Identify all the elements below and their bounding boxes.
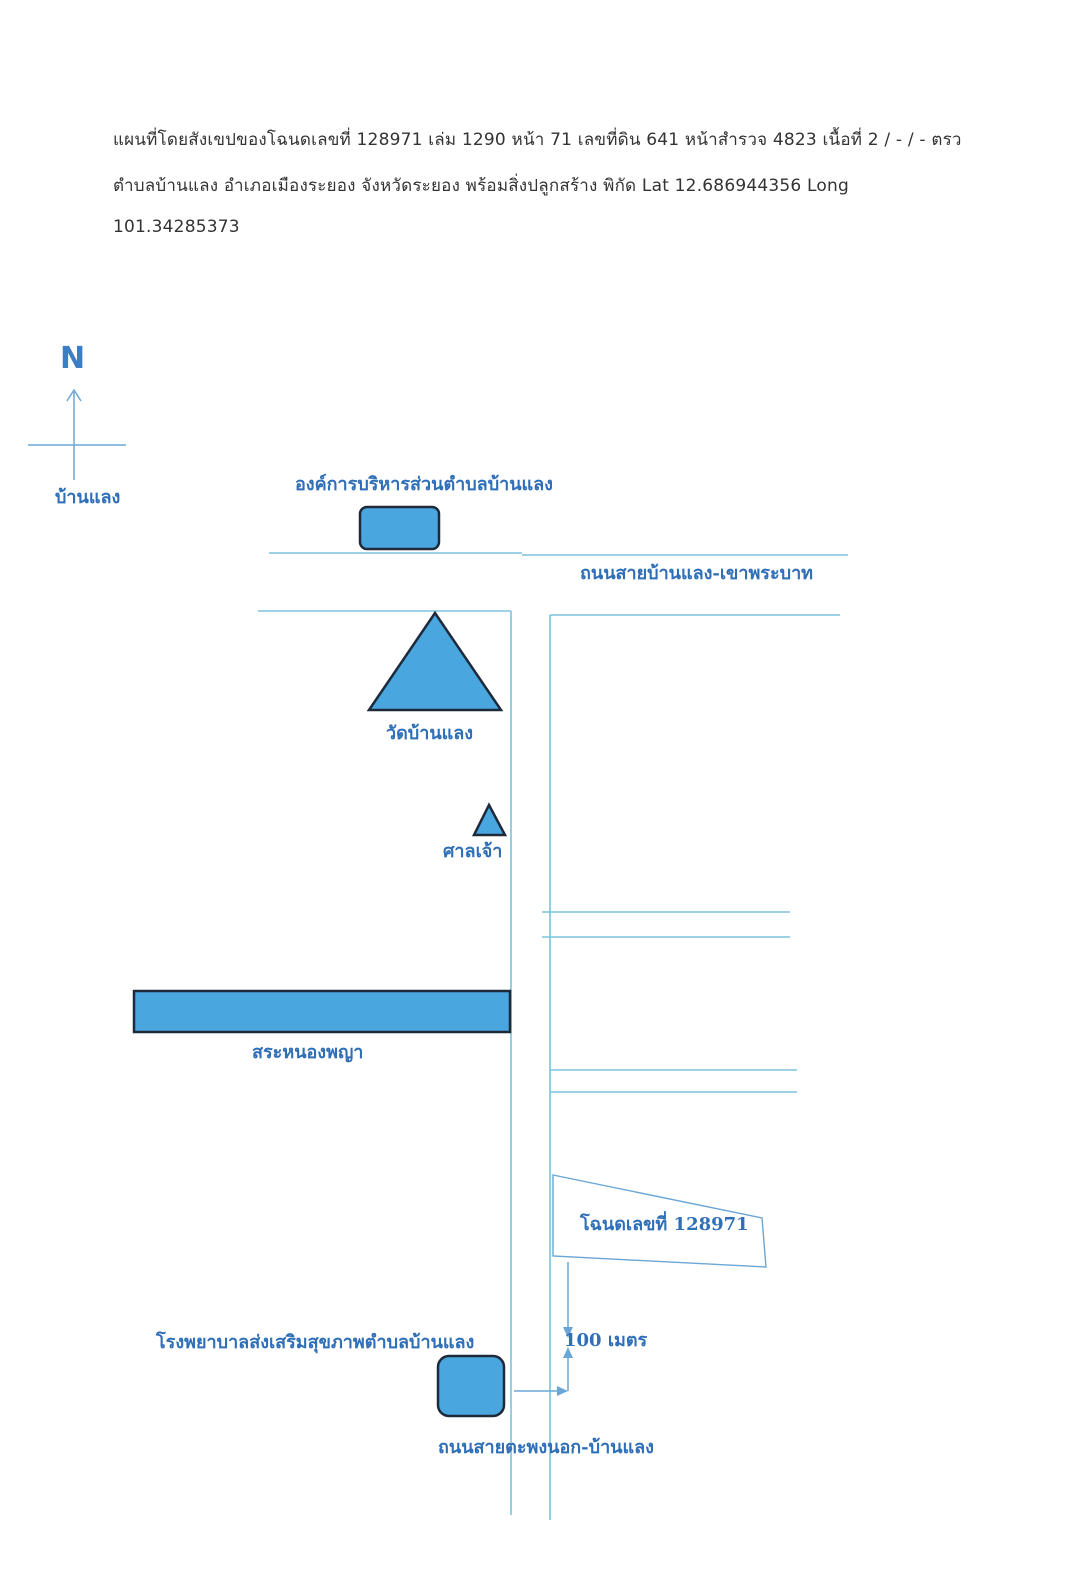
arrow-right-icon bbox=[557, 1386, 568, 1396]
distance-label: 100 เมตร bbox=[564, 1330, 648, 1351]
pond-label: สระหนองพญา bbox=[252, 1042, 363, 1063]
arrow-up-icon bbox=[563, 1347, 573, 1358]
pond: สระหนองพญา bbox=[132, 989, 512, 1063]
roads bbox=[258, 552, 848, 1520]
hospital-building-icon bbox=[436, 1354, 506, 1418]
map-title-line-1: แผนที่โดยสังเขปของโฉนดเลขที่ 128971 เล่ม… bbox=[113, 130, 962, 150]
temple: วัดบ้านแลง bbox=[366, 610, 504, 744]
north-letter: N bbox=[60, 341, 85, 376]
distance-indicator: 100 เมตร bbox=[514, 1262, 648, 1396]
deed-plot: โฉนดเลขที่ 128971 bbox=[552, 1174, 767, 1268]
road-south-label: ถนนสายตะพงนอก-บ้านแลง bbox=[438, 1437, 654, 1458]
office-building-icon bbox=[358, 505, 441, 551]
compass: N บ้านแลง bbox=[28, 341, 126, 508]
shrine: ศาลเจ้า bbox=[443, 802, 508, 862]
pond-rectangle-icon bbox=[132, 989, 512, 1034]
hospital: โรงพยาบาลส่งเสริมสุขภาพตำบลบ้านแลง bbox=[155, 1331, 506, 1418]
map-title-line-2: ตำบลบ้านแลง อำเภอเมืองระยอง จังหวัดระยอง… bbox=[113, 176, 849, 196]
arrow-down-icon bbox=[563, 1327, 573, 1338]
deed-plot-boundary bbox=[552, 1174, 767, 1268]
shrine-triangle-icon bbox=[471, 802, 508, 837]
deed-plot-label: โฉนดเลขที่ 128971 bbox=[579, 1211, 749, 1235]
north-arrow-icon bbox=[66, 388, 82, 402]
tambon-admin-office: องค์การบริหารส่วนตำบลบ้านแลง bbox=[295, 473, 553, 551]
road-north-label: ถนนสายบ้านแลง-เขาพระบาท bbox=[580, 563, 813, 584]
temple-label: วัดบ้านแลง bbox=[386, 723, 473, 744]
tambon-admin-label: องค์การบริหารส่วนตำบลบ้านแลง bbox=[295, 473, 553, 495]
hospital-label: โรงพยาบาลส่งเสริมสุขภาพตำบลบ้านแลง bbox=[155, 1331, 474, 1354]
compass-place-label: บ้านแลง bbox=[55, 487, 120, 508]
map-title-line-3: 101.34285373 bbox=[113, 217, 240, 237]
temple-triangle-icon bbox=[366, 610, 504, 712]
shrine-label: ศาลเจ้า bbox=[443, 841, 502, 862]
